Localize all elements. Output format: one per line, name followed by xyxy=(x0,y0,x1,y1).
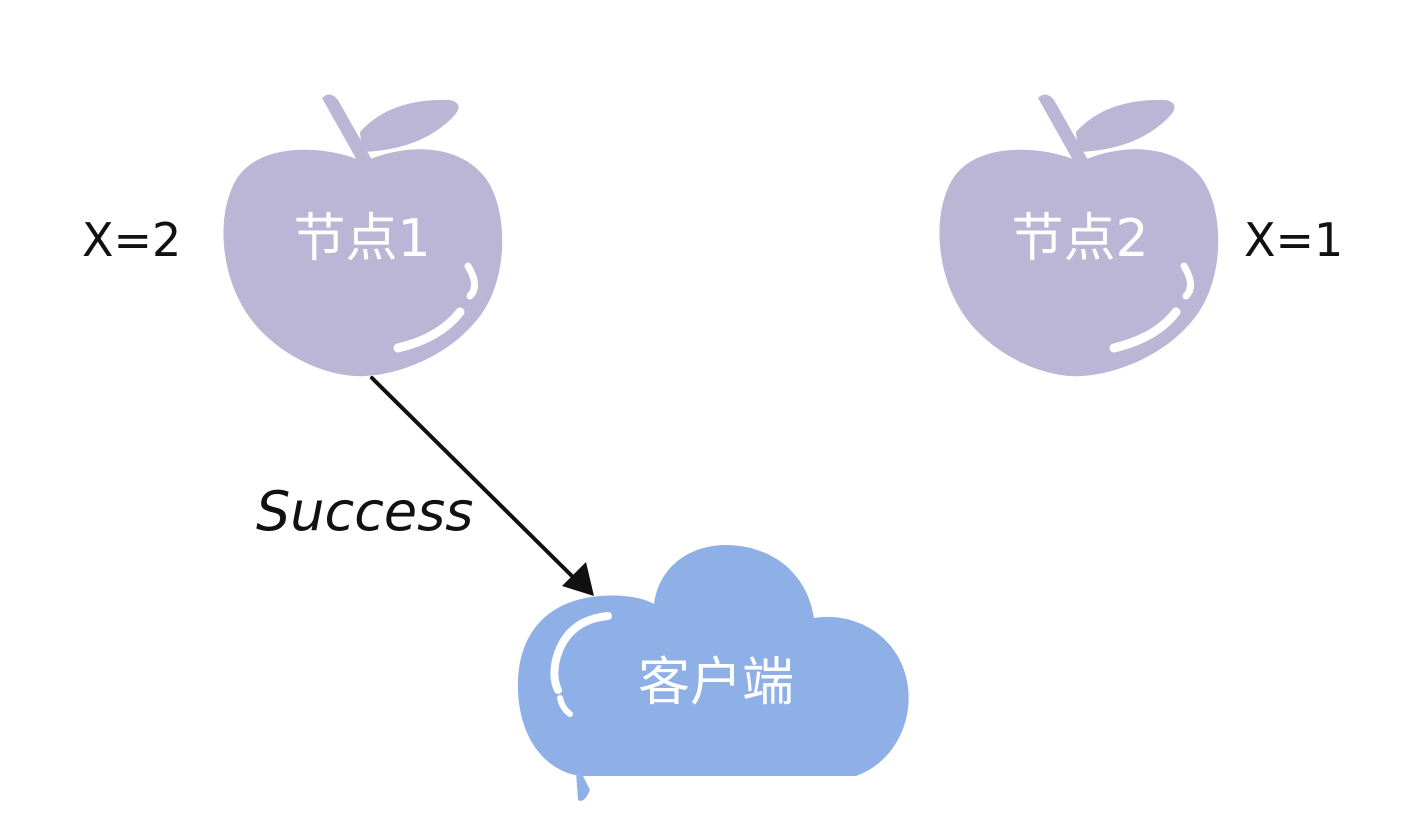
apple-body xyxy=(939,149,1219,377)
node-2: 节点2 X=1 xyxy=(939,94,1343,377)
node-value-label: X=1 xyxy=(1244,213,1343,267)
arrowhead-icon xyxy=(562,562,594,596)
apple-icon xyxy=(939,94,1219,377)
apple-shine xyxy=(464,262,478,300)
apple-shine xyxy=(1109,307,1181,353)
edge-node1-to-client: Success xyxy=(256,376,594,596)
apple-icon xyxy=(223,94,503,377)
cloud-shine xyxy=(550,612,612,694)
cloud-icon xyxy=(517,544,909,801)
apple-stem xyxy=(322,94,372,164)
node-label: 节点1 xyxy=(293,209,430,269)
cloud-shine xyxy=(557,695,573,717)
apple-leaf xyxy=(1076,99,1175,152)
apple-shine xyxy=(1180,262,1194,300)
node-label: 节点2 xyxy=(1011,209,1148,269)
arrow-line xyxy=(370,376,582,586)
apple-leaf xyxy=(360,99,459,152)
client: 客户端 xyxy=(517,544,909,801)
node-1: 节点1 X=2 xyxy=(82,94,503,377)
node-value-label: X=2 xyxy=(82,213,181,267)
apple-shine xyxy=(393,307,465,353)
edge-label: Success xyxy=(256,480,473,543)
apple-stem xyxy=(1038,94,1088,164)
client-label: 客户端 xyxy=(638,653,794,713)
apple-body xyxy=(223,149,503,377)
